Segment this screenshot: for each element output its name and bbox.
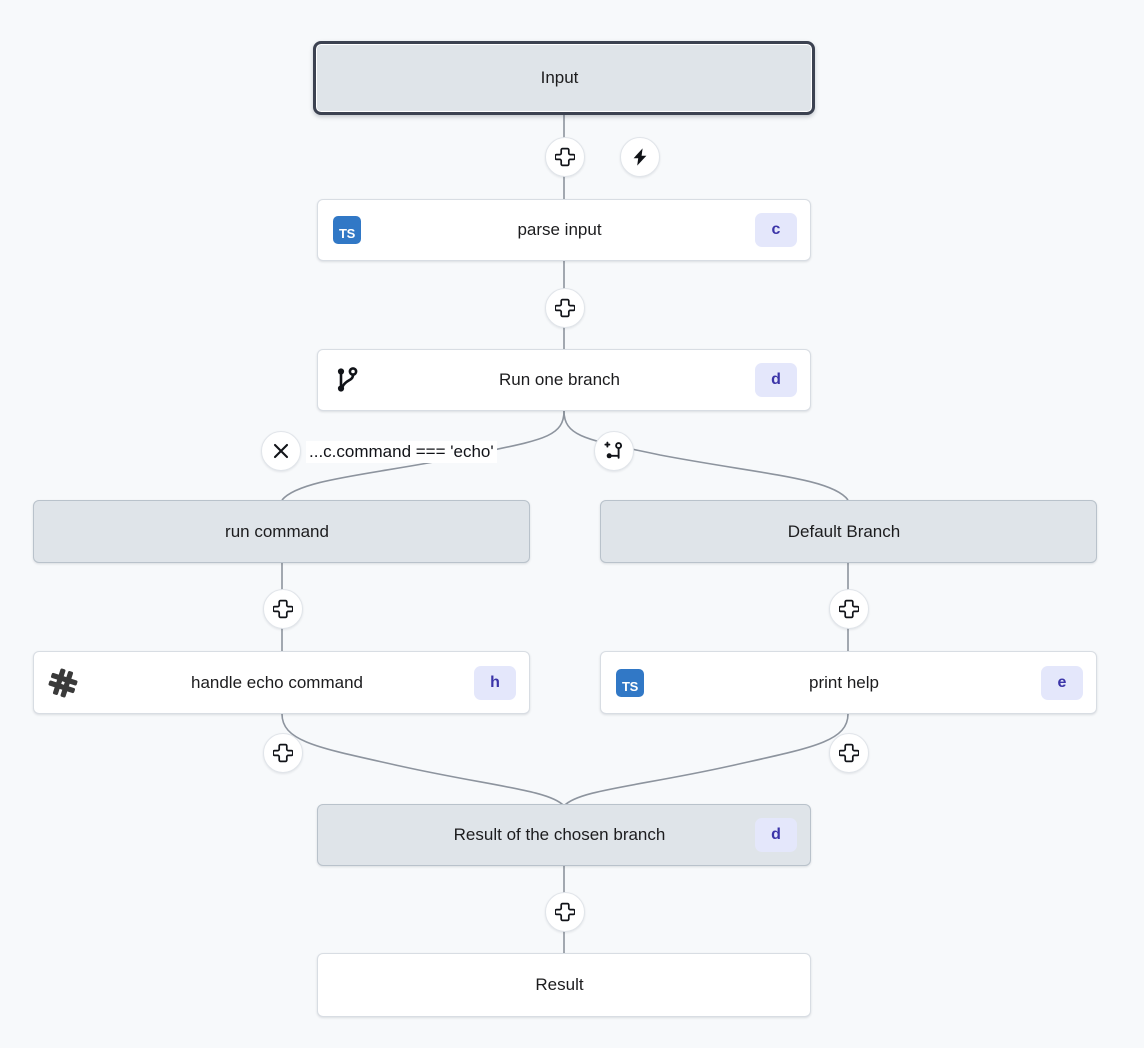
node-handle-echo-command[interactable]: handle echo command h: [33, 651, 530, 714]
node-result[interactable]: Result: [317, 953, 811, 1017]
typescript-icon: TS: [330, 213, 364, 247]
plus-icon: [839, 599, 859, 619]
node-run-command[interactable]: run command: [33, 500, 530, 563]
node-result-label: Result: [535, 975, 584, 994]
add-step-button-right-2[interactable]: [829, 733, 869, 773]
trigger-button[interactable]: [620, 137, 660, 177]
add-step-button-3[interactable]: [545, 892, 585, 932]
node-print-help-label: print help: [809, 672, 879, 692]
node-branch-result-badge[interactable]: d: [755, 818, 797, 852]
typescript-icon-text: TS: [616, 668, 644, 697]
node-print-help[interactable]: TS print help e: [600, 651, 1097, 714]
typescript-icon-text: TS: [333, 216, 361, 244]
add-step-button-left-1[interactable]: [263, 589, 303, 629]
script-hash-icon: [46, 666, 80, 700]
node-parse-input[interactable]: TS parse input c: [317, 199, 811, 261]
git-branch-icon: [330, 363, 364, 397]
add-branch-icon: [604, 441, 623, 459]
add-step-button-left-2[interactable]: [263, 733, 303, 773]
plus-icon: [555, 147, 575, 167]
add-step-button-1[interactable]: [545, 137, 585, 177]
node-input-label: Input: [540, 68, 579, 87]
edge-handle-to-result: [281, 713, 565, 807]
plus-icon: [273, 599, 293, 619]
plus-icon: [839, 743, 859, 763]
node-parse-input-label: parse input: [517, 220, 602, 239]
node-run-command-label: run command: [225, 521, 329, 541]
edge-print-to-result: [563, 713, 849, 807]
node-branch-result-label: Result of the chosen branch: [453, 825, 666, 844]
add-step-button-right-1[interactable]: [829, 589, 869, 629]
node-run-one-branch[interactable]: Run one branch d: [317, 349, 811, 411]
add-branch-button[interactable]: [594, 431, 634, 471]
lightning-bolt-icon: [633, 148, 647, 166]
node-branch-result[interactable]: Result of the chosen branch d: [317, 804, 811, 866]
node-run-one-branch-badge[interactable]: d: [755, 363, 797, 397]
branch-condition-label: ...c.command === 'echo': [306, 441, 497, 463]
remove-branch-button[interactable]: [261, 431, 301, 471]
typescript-icon: TS: [613, 666, 647, 700]
close-x-icon: [273, 443, 289, 459]
node-input[interactable]: Input: [313, 41, 815, 115]
node-print-help-badge[interactable]: e: [1041, 665, 1083, 700]
node-handle-echo-command-badge[interactable]: h: [474, 665, 516, 700]
node-handle-echo-command-label: handle echo command: [190, 672, 363, 692]
node-run-one-branch-label: Run one branch: [499, 370, 620, 389]
node-default-branch[interactable]: Default Branch: [600, 500, 1097, 563]
plus-icon: [273, 743, 293, 763]
plus-icon: [555, 298, 575, 318]
plus-icon: [555, 902, 575, 922]
node-parse-input-badge[interactable]: c: [755, 213, 797, 247]
add-step-button-2[interactable]: [545, 288, 585, 328]
node-default-branch-label: Default Branch: [787, 521, 901, 541]
